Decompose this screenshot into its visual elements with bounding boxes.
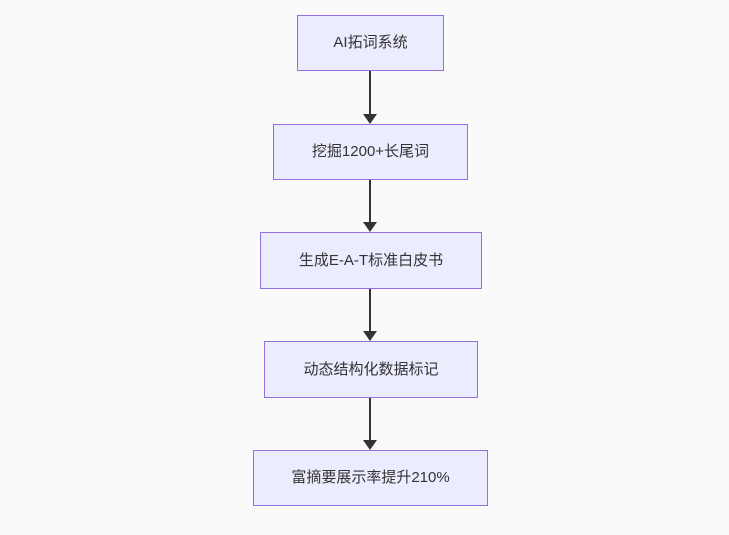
arrow-b-to-c — [363, 180, 377, 232]
arrow-line — [369, 180, 371, 222]
arrow-line — [369, 71, 371, 114]
flow-node-label: 动态结构化数据标记 — [303, 360, 439, 378]
arrowhead-down-icon — [363, 331, 377, 341]
arrow-d-to-e — [363, 398, 377, 450]
arrow-a-to-b — [363, 71, 377, 124]
arrow-line — [369, 398, 371, 440]
arrow-line — [369, 289, 371, 331]
flow-node-label: 生成E-A-T标准白皮书 — [298, 251, 444, 269]
flow-node-dynamic-structured-data-markup: 动态结构化数据标记 — [264, 341, 478, 398]
arrowhead-down-icon — [363, 114, 377, 124]
flow-node-label: 挖掘1200+长尾词 — [311, 143, 430, 160]
flow-node-label: AI拓词系统 — [333, 34, 408, 51]
flow-node-ai-word-expansion-system: AI拓词系统 — [297, 15, 444, 71]
arrowhead-down-icon — [363, 440, 377, 450]
arrow-c-to-d — [363, 289, 377, 341]
flow-node-mine-longtail-keywords: 挖掘1200+长尾词 — [273, 124, 468, 180]
arrowhead-down-icon — [363, 222, 377, 232]
flow-node-label: 富摘要展示率提升210% — [291, 469, 450, 486]
flow-node-rich-snippet-rate-increase: 富摘要展示率提升210% — [253, 450, 488, 506]
flow-node-generate-eat-whitepaper: 生成E-A-T标准白皮书 — [260, 232, 482, 289]
